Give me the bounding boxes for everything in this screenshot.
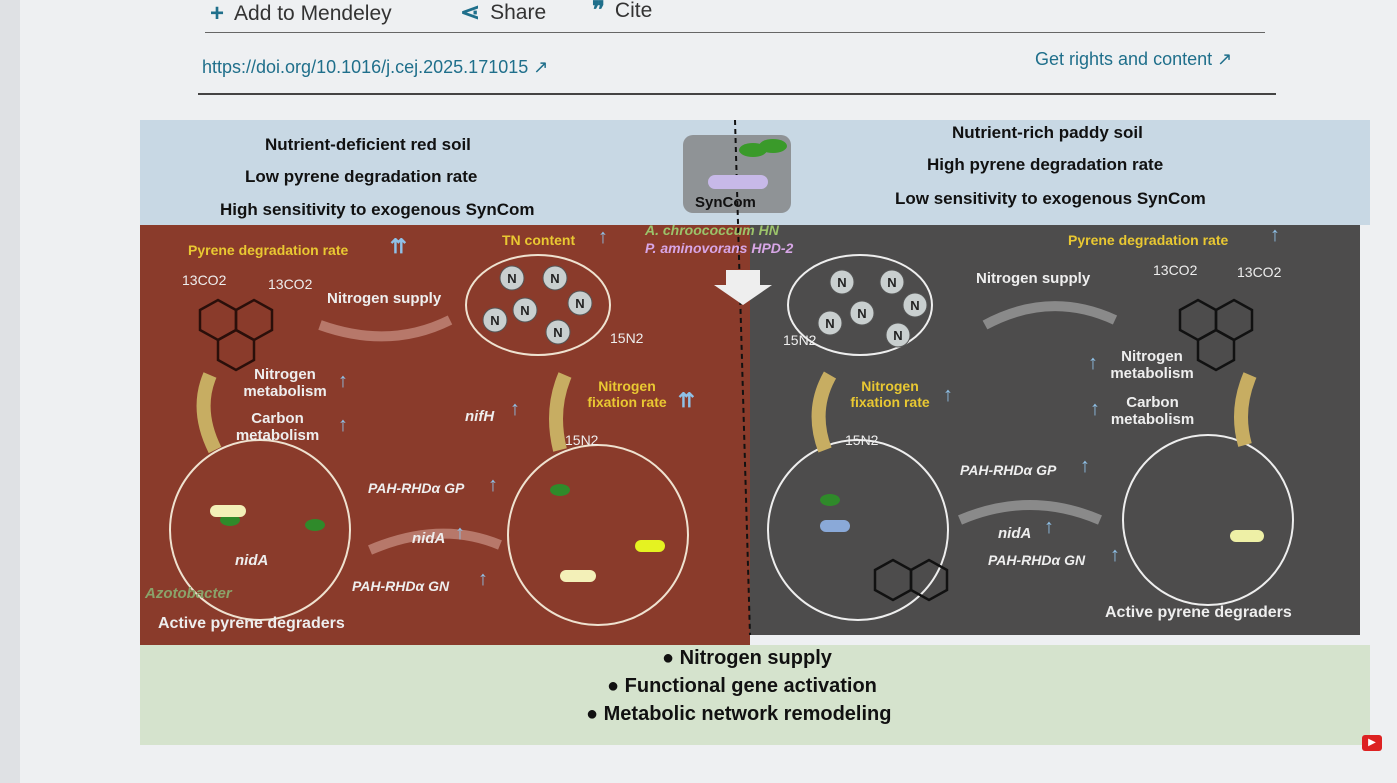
nitrogen-atom-label: N (887, 275, 896, 290)
right-header-line: Nutrient-rich paddy soil (952, 123, 1143, 142)
up-arrow-icon: ↑ (598, 226, 608, 248)
strain-azotobacter: A. chroococcum HN (645, 222, 779, 238)
double-up-arrow-icon: ⇈ (390, 236, 407, 258)
plus-icon: + (210, 0, 225, 27)
up-arrow-icon: ↑ (488, 474, 498, 496)
right-nitrogen-supply: Nitrogen supply (976, 270, 1091, 287)
nitrogen-atom-label: N (575, 296, 584, 311)
n15-label: 15N2 (845, 432, 879, 448)
summary-band (140, 645, 1370, 745)
strain-paracoccus: P. aminovorans HPD-2 (645, 240, 794, 256)
add-to-mendeley-button[interactable]: + Add to Mendeley (210, 0, 392, 28)
nitrogen-atom-label: N (520, 303, 529, 318)
get-rights-link[interactable]: Get rights and content ↗ (1035, 49, 1232, 70)
up-arrow-icon: ↑ (510, 398, 520, 420)
up-arrow-icon: ↑ (455, 522, 465, 544)
external-link-icon: ↗ (1217, 49, 1233, 69)
up-arrow-icon: ↑ (1088, 352, 1098, 374)
red-soil-panel (140, 225, 750, 655)
cite-button[interactable]: ❞ Cite (592, 0, 652, 25)
bullet-text: Nitrogen supply (679, 647, 832, 669)
bullet-item: ● Nitrogen supply (662, 647, 832, 669)
add-to-mendeley-label: Add to Mendeley (234, 2, 392, 25)
share-icon: ⋖ (460, 0, 481, 26)
co2-label: 13CO2 (1237, 264, 1282, 280)
left-degraders-label: Active pyrene degraders (158, 615, 345, 632)
quote-icon: ❞ (592, 0, 605, 24)
nitrogen-atom-label: N (553, 325, 562, 340)
left-nitrogen-supply: Nitrogen supply (327, 290, 442, 307)
left-gp-gene: PAH-RHDα GP (368, 480, 465, 496)
rights-text: Get rights and content (1035, 49, 1213, 69)
external-link-icon: ↗ (533, 57, 549, 77)
nitrogen-atom-label: N (857, 306, 866, 321)
bullet-item: ● Metabolic network remodeling (586, 703, 892, 725)
play-icon[interactable]: ▶ (1362, 735, 1382, 751)
share-label: Share (490, 0, 547, 24)
left-pyrene-rate: Pyrene degradation rate (188, 242, 349, 258)
up-arrow-icon: ↑ (943, 384, 953, 406)
tn-content: TN content (502, 232, 576, 248)
share-button[interactable]: ⋖ Share (460, 0, 546, 27)
right-header-line: High pyrene degradation rate (927, 155, 1164, 174)
syncom-label: SynCom (695, 194, 756, 211)
divider (198, 93, 1276, 95)
up-arrow-icon: ↑ (1090, 398, 1100, 420)
right-gp-gene: PAH-RHDα GP (960, 462, 1057, 478)
up-arrow-icon: ↑ (1080, 455, 1090, 477)
cite-label: Cite (614, 0, 653, 22)
right-pyrene-rate: Pyrene degradation rate (1068, 232, 1229, 248)
doi-text: https://doi.org/10.1016/j.cej.2025.17101… (202, 57, 529, 77)
left-header-line: High sensitivity to exogenous SynCom (220, 200, 535, 219)
nitrogen-atom-label: N (825, 316, 834, 331)
right-carbon-metabolism: Carbon metabolism (1110, 394, 1195, 428)
up-arrow-icon: ↑ (478, 568, 488, 590)
up-arrow-icon: ↑ (1270, 224, 1280, 246)
doi-link[interactable]: https://doi.org/10.1016/j.cej.2025.17101… (202, 57, 548, 78)
right-nitrogen-metabolism: Nitrogen metabolism (1110, 348, 1194, 382)
co2-label: 13CO2 (1153, 262, 1198, 278)
nitrogen-atom-label: N (837, 275, 846, 290)
right-fixation-rate: Nitrogen fixation rate (850, 378, 930, 410)
right-gn-gene: PAH-RHDα GN (988, 552, 1086, 568)
left-nida-gene: nidA (412, 530, 446, 547)
n15-label: 15N2 (565, 432, 599, 448)
nitrogen-atom-label: N (910, 298, 919, 313)
up-arrow-icon: ↑ (1110, 544, 1120, 566)
left-carbon-metabolism: Carbon metabolism (235, 410, 320, 444)
nitrogen-atom-label: N (550, 271, 559, 286)
up-arrow-icon: ↑ (338, 414, 348, 436)
co2-label: 13CO2 (182, 272, 227, 288)
co2-label: 13CO2 (268, 276, 313, 292)
nitrogen-atom-label: N (507, 271, 516, 286)
paddy-soil-panel (750, 225, 1360, 635)
n15-label: 15N2 (783, 332, 817, 348)
up-arrow-icon: ↑ (1044, 516, 1054, 538)
nitrogen-atom-label: N (893, 328, 902, 343)
left-gn-gene: PAH-RHDα GN (352, 578, 450, 594)
double-up-arrow-icon: ⇈ (678, 390, 695, 412)
right-degraders-label: Active pyrene degraders (1105, 604, 1292, 621)
nifh-label: nifH (465, 408, 495, 425)
azotobacter-label: Azotobacter (145, 585, 232, 602)
n15-label: 15N2 (610, 330, 644, 346)
bullet-item: ● Functional gene activation (607, 675, 877, 697)
left-header-line: Low pyrene degradation rate (245, 167, 478, 186)
nitrogen-atom-label: N (490, 313, 499, 328)
left-header-line: Nutrient-deficient red soil (265, 135, 471, 154)
bullet-text: Metabolic network remodeling (603, 703, 892, 725)
right-nida-gene: nidA (998, 525, 1032, 542)
divider (205, 32, 1265, 33)
left-nitrogen-metabolism: Nitrogen metabolism (243, 366, 327, 400)
right-header-line: Low sensitivity to exogenous SynCom (895, 189, 1206, 208)
nida-inner-label: nidA (235, 552, 269, 569)
left-fixation-rate: Nitrogen fixation rate (587, 378, 667, 410)
up-arrow-icon: ↑ (338, 370, 348, 392)
bullet-text: Functional gene activation (624, 675, 877, 697)
